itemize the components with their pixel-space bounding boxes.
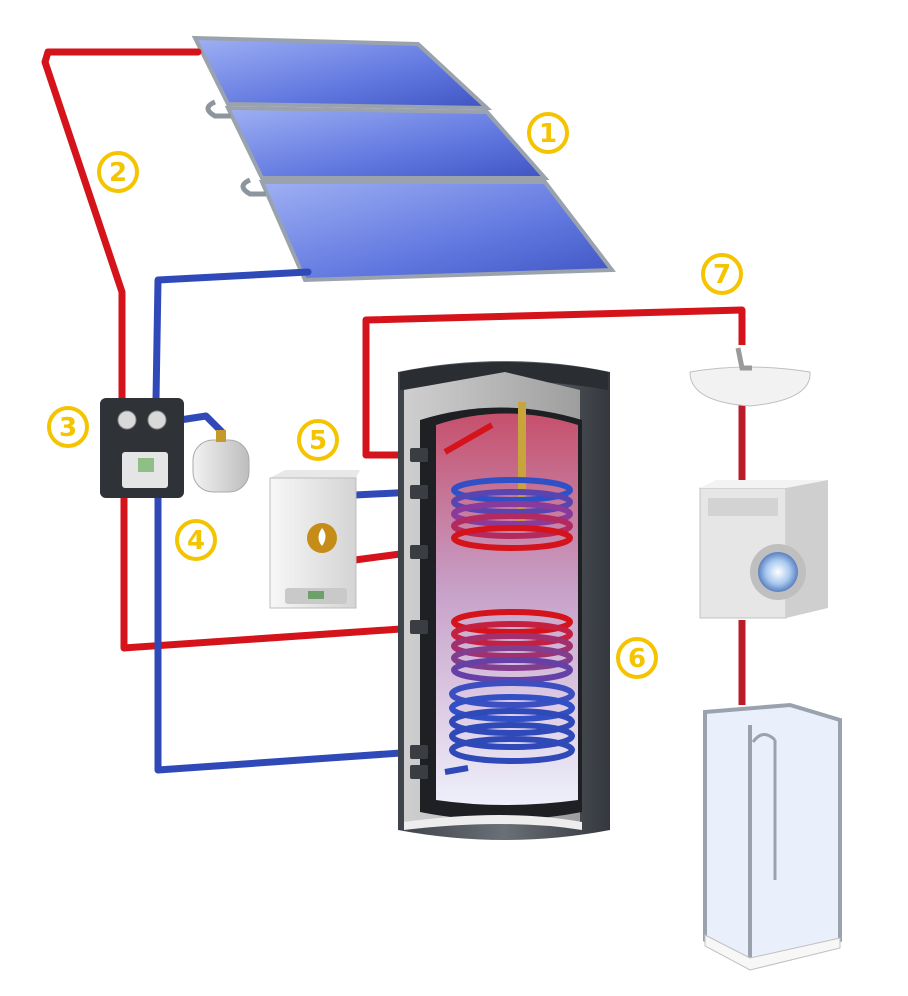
washer-control-panel [708,498,778,516]
washer-drum-window [758,552,798,592]
wash-basin [689,347,811,407]
cold-inlet-pipe [444,765,469,775]
marker-7: 7 [701,253,743,295]
controller-display [138,458,154,472]
basin-bowl [689,366,811,407]
marker-3: 3 [47,406,89,448]
pump-controller-station [100,398,184,498]
solar-cold-pipe [152,268,419,774]
shower-head-icon [751,733,777,743]
anode-rod [518,402,526,532]
shower-cabin [703,702,842,971]
marker-3-label: 3 [59,413,77,443]
thermometer-left-icon [117,410,137,430]
solar-panel-top [191,35,493,111]
lower-solar-coil [449,609,575,764]
hot-water-consumers [689,347,842,971]
marker-5: 5 [297,419,339,461]
marker-6: 6 [616,637,658,679]
marker-7-label: 7 [713,260,731,290]
marker-4: 4 [175,519,217,561]
marker-2: 2 [97,151,139,193]
storage-tank [398,361,610,840]
gas-boiler [269,470,360,609]
tank-insulation-base [404,815,582,830]
marker-5-label: 5 [309,426,327,456]
shower-glass [703,702,842,963]
upper-heating-coil [451,477,573,551]
hot-outlet-pipe [443,422,494,455]
thermometer-right-icon [147,410,167,430]
domestic-hot-water-pipe [362,306,746,705]
marker-4-label: 4 [187,526,205,556]
boiler-top [270,470,360,478]
panel-connector-upper [205,99,231,119]
panel-connector-lower [240,177,266,197]
marker-2-label: 2 [109,158,127,188]
solar-hot-pipe [41,48,419,652]
vessel-fitting [216,430,226,442]
solar-collector-panels [191,35,616,283]
vessel-body [192,439,250,493]
flame-icon [318,528,326,546]
expansion-vessel [192,430,250,493]
marker-1-label: 1 [539,119,557,149]
washing-machine [699,480,828,619]
faucet-icon [735,347,752,371]
marker-1: 1 [527,112,569,154]
solar-panel-middle [224,105,550,180]
tank-nozzles [410,448,428,779]
solar-panel-bottom [258,180,616,283]
marker-6-label: 6 [628,644,646,674]
boiler-display [308,591,324,599]
shower-tray [704,934,841,971]
washer-top [700,480,828,488]
